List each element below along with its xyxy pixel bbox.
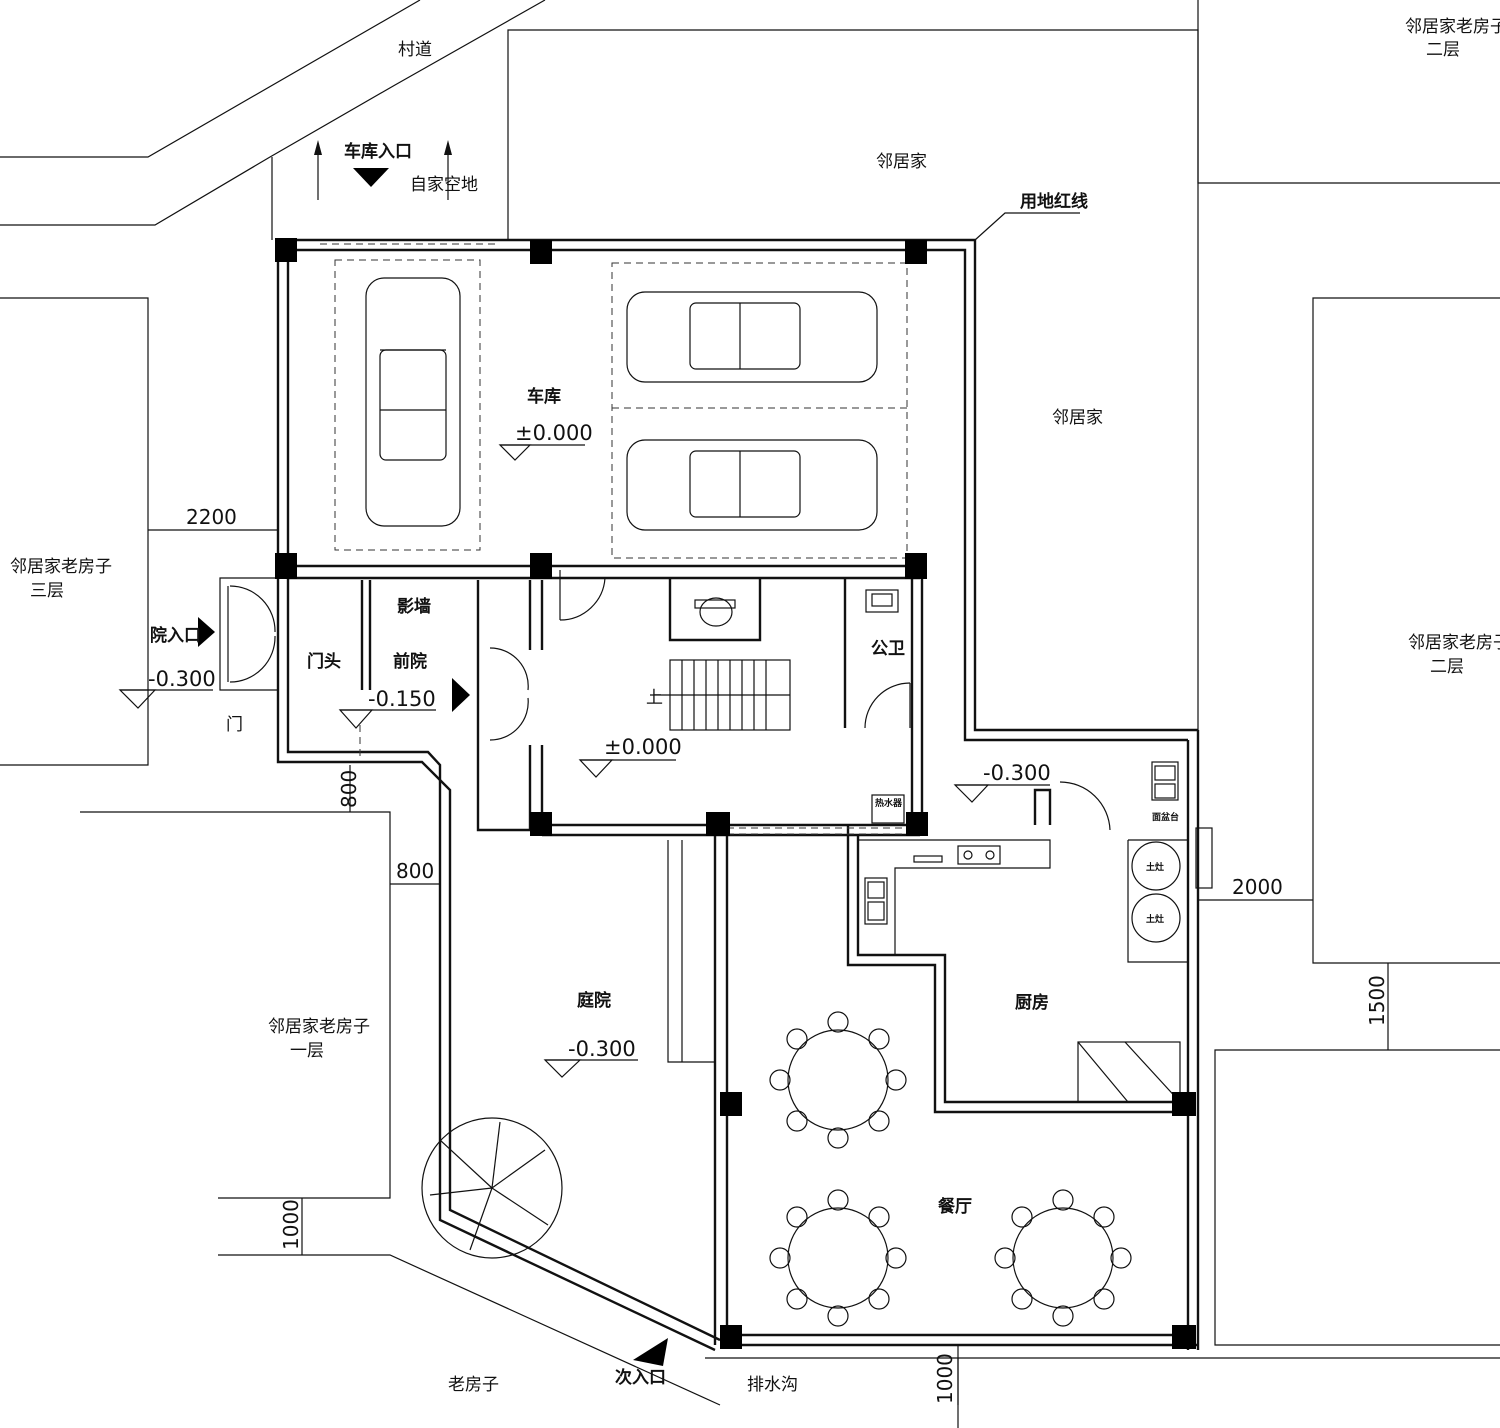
dashed-lines	[320, 243, 915, 835]
yard-entrance-arrow-icon	[198, 617, 215, 647]
old-house-label: 老房子	[448, 1375, 499, 1395]
yard-entrance-level: -0.300	[148, 667, 216, 691]
back-yard-level: -0.300	[983, 761, 1051, 785]
land-red-line-label: 用地红线	[1020, 191, 1088, 212]
dim-left-gap-3: 800	[396, 859, 434, 883]
dim-left-gap: 2200	[186, 505, 237, 529]
neighbor-bottom-left-label: 邻居家老房子	[268, 1017, 370, 1037]
courtyard-room-label: 庭院	[577, 990, 611, 1011]
garage-level: ±0.000	[515, 421, 593, 445]
yard-entrance-label: 院入口	[150, 625, 201, 646]
side-entrance-label: 次入口	[615, 1367, 666, 1388]
own-open-land-label: 自家空地	[410, 175, 478, 195]
water-heater-label: 热水器	[875, 797, 903, 809]
dimension-lines	[148, 529, 1389, 1405]
toilet-icon	[699, 597, 733, 627]
screen-wall-label: 影墙	[397, 596, 431, 617]
wash-basin-label: 面盆台	[1152, 811, 1179, 823]
car-horizontal-icon	[626, 439, 878, 531]
neighbor-top-label: 邻居家	[876, 152, 927, 172]
kitchen-room-label: 厨房	[1015, 992, 1049, 1013]
courtyard-level: -0.300	[568, 1037, 636, 1061]
front-yard-room-label: 前院	[393, 651, 427, 672]
village-road-label: 村道	[398, 40, 432, 60]
gate-house-room-label: 门头	[307, 651, 341, 672]
door-label: 门	[226, 715, 243, 735]
dining-table	[769, 1011, 907, 1149]
dim-right-gap-2: 1500	[1365, 975, 1389, 1026]
stove-1-label: 土灶	[1146, 861, 1164, 873]
dining-table	[994, 1189, 1132, 1327]
car-vertical-icon	[365, 277, 461, 527]
side-entrance-arrow-icon	[633, 1338, 668, 1366]
front-yard-level: -0.150	[368, 687, 436, 711]
garage-room-label: 车库	[527, 386, 561, 407]
tree-icon	[421, 1117, 563, 1259]
neighbor-bottom-left-floors: 一层	[290, 1041, 324, 1061]
hall-arrow-icon	[452, 678, 470, 712]
sink-icon	[864, 877, 888, 925]
garage-entrance-label: 车库入口	[344, 141, 412, 162]
dim-left-gap-2: 800	[337, 770, 361, 808]
dining-hall-room-label: 餐厅	[938, 1196, 972, 1217]
drainage-ditch-label: 排水沟	[747, 1375, 798, 1395]
neighbor-right-label: 邻居家	[1052, 408, 1103, 428]
dining-table	[769, 1189, 907, 1327]
neighbor-top-right-floors: 二层	[1426, 40, 1460, 60]
garage-entrance-arrow-icon	[353, 168, 389, 187]
neighbor-left-floors: 三层	[30, 581, 64, 601]
stove-icon	[1131, 841, 1181, 891]
hall-level: ±0.000	[604, 735, 682, 759]
dim-bottom-left-gap: 1000	[279, 1199, 303, 1250]
car-horizontal-icon	[626, 291, 878, 383]
stove-2-label: 土灶	[1146, 913, 1164, 925]
neighbor-right-old-house-floors: 二层	[1430, 657, 1464, 677]
public-wc-room-label: 公卫	[871, 639, 905, 659]
building-walls	[219, 238, 1213, 1352]
neighbor-right-old-house-label: 邻居家老房子	[1408, 633, 1500, 653]
structural-columns	[275, 238, 1196, 1349]
neighbor-top-right-label: 邻居家老房子	[1405, 17, 1500, 37]
doors	[229, 570, 1111, 831]
basin-icon	[865, 589, 899, 613]
cooktop-icon	[957, 845, 1001, 865]
markers	[118, 140, 1050, 1366]
stair-up-label: 上	[646, 688, 663, 708]
dim-bottom-gap: 1000	[933, 1353, 957, 1404]
dim-right-gap: 2000	[1232, 875, 1283, 899]
stove-icon	[1131, 893, 1181, 943]
neighbor-left-label: 邻居家老房子	[10, 557, 112, 577]
